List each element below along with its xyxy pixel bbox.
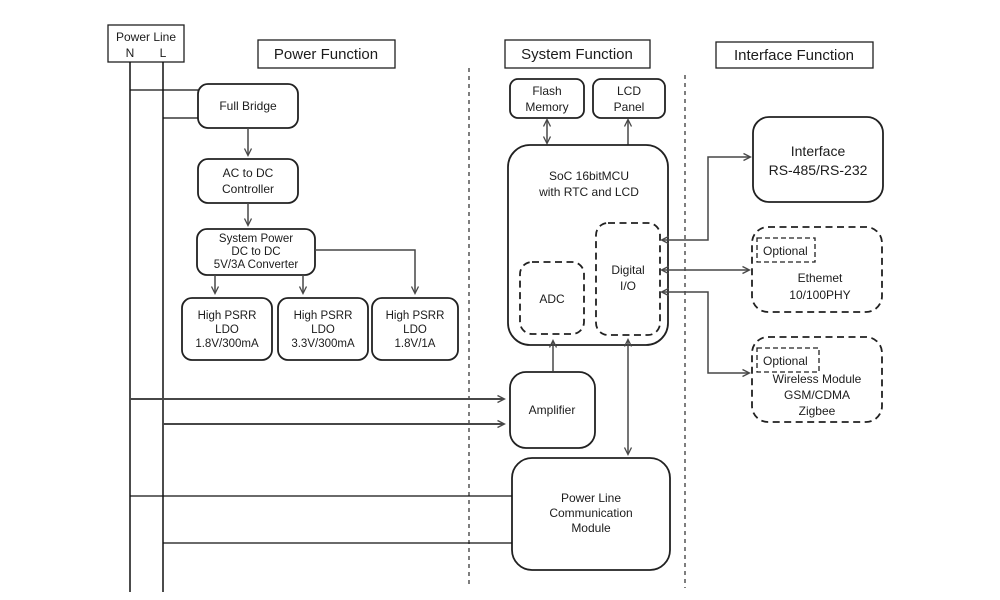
soc-block: SoC 16bitMCU with RTC and LCD ADC Digita… <box>507 144 669 346</box>
system-power-label-2: DC to DC <box>231 246 280 258</box>
flash-memory-box <box>509 78 585 119</box>
ldo1-box <box>181 297 273 361</box>
power-function-header: Power Function <box>274 46 378 63</box>
digital-io-label-1: Digital <box>611 263 644 277</box>
adc-box <box>519 261 585 335</box>
ethernet-block: Optional Ethemet 10/100PHY <box>751 226 883 313</box>
wireless-block: Optional Wireless Module GSM/CDMA Zigbee <box>751 336 883 423</box>
lcd-panel-label-1: LCD <box>617 84 641 98</box>
flash-memory-label-1: Flash <box>532 84 561 98</box>
ldo1-label-3: 1.8V/300mA <box>195 338 259 350</box>
arrow-digital-io-wireless <box>660 287 751 378</box>
arrow-to-ldo3 <box>315 249 420 295</box>
power-line-title: Power Line <box>116 30 176 44</box>
ldo2-label-3: 3.3V/300mA <box>291 338 355 350</box>
system-function-header-box <box>504 39 651 69</box>
plc-label-2: Communication <box>549 506 632 520</box>
plc-label-1: Power Line <box>561 491 621 505</box>
wireless-optional-box <box>756 347 820 373</box>
ldo3-label-1: High PSRR <box>386 310 445 322</box>
plc-module-box <box>511 457 671 571</box>
wireless-label-1: Wireless Module <box>773 372 862 386</box>
ethernet-optional-box <box>756 237 816 263</box>
ethernet-box <box>751 226 883 313</box>
ethernet-label-1: Ethemet <box>798 271 843 285</box>
interface-rs-label-2: RS-485/RS-232 <box>769 162 868 178</box>
amplifier-box <box>509 371 596 449</box>
digital-io-label-2: I/O <box>620 279 636 293</box>
flash-memory-label-2: Memory <box>525 100 568 114</box>
flash-memory-block: Flash Memory <box>509 78 585 119</box>
interface-function-header: Interface Function <box>734 47 854 64</box>
interface-rs-label-1: Interface <box>791 143 846 159</box>
wireless-box <box>751 336 883 423</box>
ldo2-box <box>277 297 369 361</box>
lcd-panel-label-2: Panel <box>614 100 645 114</box>
digital-io-box <box>595 222 661 336</box>
ldo1-label-2: LDO <box>215 324 239 336</box>
plc-module-block: Power Line Communication Module <box>511 457 671 571</box>
ldo2-label-2: LDO <box>311 324 335 336</box>
full-bridge-label: Full Bridge <box>219 99 277 113</box>
amplifier-block: Amplifier <box>509 371 596 449</box>
ldo3-label-2: LDO <box>403 324 427 336</box>
system-power-block: System Power DC to DC 5V/3A Converter <box>196 228 316 276</box>
ldo3-label-3: 1.8V/1A <box>395 338 436 350</box>
ldo2-block: High PSRR LDO 3.3V/300mA <box>277 297 369 361</box>
ac-to-dc-block: AC to DC Controller <box>197 158 299 204</box>
ac-to-dc-label-2: Controller <box>222 182 274 196</box>
amplifier-label: Amplifier <box>529 403 576 417</box>
ethernet-optional-label: Optional <box>763 244 808 258</box>
system-power-box <box>196 228 316 276</box>
full-bridge-block: Full Bridge <box>197 83 299 129</box>
power-line-source: Power Line N L <box>107 24 185 592</box>
interface-rs-block: Interface RS-485/RS-232 <box>752 116 884 203</box>
ldo1-label-1: High PSRR <box>198 310 257 322</box>
wireless-label-2: GSM/CDMA <box>784 388 850 402</box>
power-function-header-box <box>257 39 396 69</box>
system-function-header: System Function <box>521 46 633 63</box>
adc-label: ADC <box>539 292 565 306</box>
system-power-label-1: System Power <box>219 233 293 245</box>
ldo3-box <box>371 297 459 361</box>
ldo3-block: High PSRR LDO 1.8V/1A <box>371 297 459 361</box>
lcd-panel-block: LCD Panel <box>592 78 666 119</box>
wireless-label-3: Zigbee <box>799 404 836 418</box>
interface-rs-box <box>752 116 884 203</box>
power-line-l-label: L <box>160 46 167 60</box>
power-line-box <box>107 24 185 63</box>
ldo1-block: High PSRR LDO 1.8V/300mA <box>181 297 273 361</box>
ac-to-dc-label-1: AC to DC <box>223 166 274 180</box>
arrow-digital-io-interface-rs <box>660 152 752 245</box>
section-headers: Power Function System Function Interface… <box>257 39 874 69</box>
system-power-label-3: 5V/3A Converter <box>214 259 299 271</box>
plc-label-3: Module <box>571 521 611 535</box>
ldo2-label-1: High PSRR <box>294 310 353 322</box>
wireless-optional-label: Optional <box>763 354 808 368</box>
soc-label-1: SoC 16bitMCU <box>549 169 629 183</box>
ethernet-label-2: 10/100PHY <box>789 288 850 302</box>
interface-function-header-box <box>715 41 874 69</box>
power-line-n-label: N <box>126 46 135 60</box>
soc-label-2: with RTC and LCD <box>538 185 639 199</box>
lcd-panel-box <box>592 78 666 119</box>
